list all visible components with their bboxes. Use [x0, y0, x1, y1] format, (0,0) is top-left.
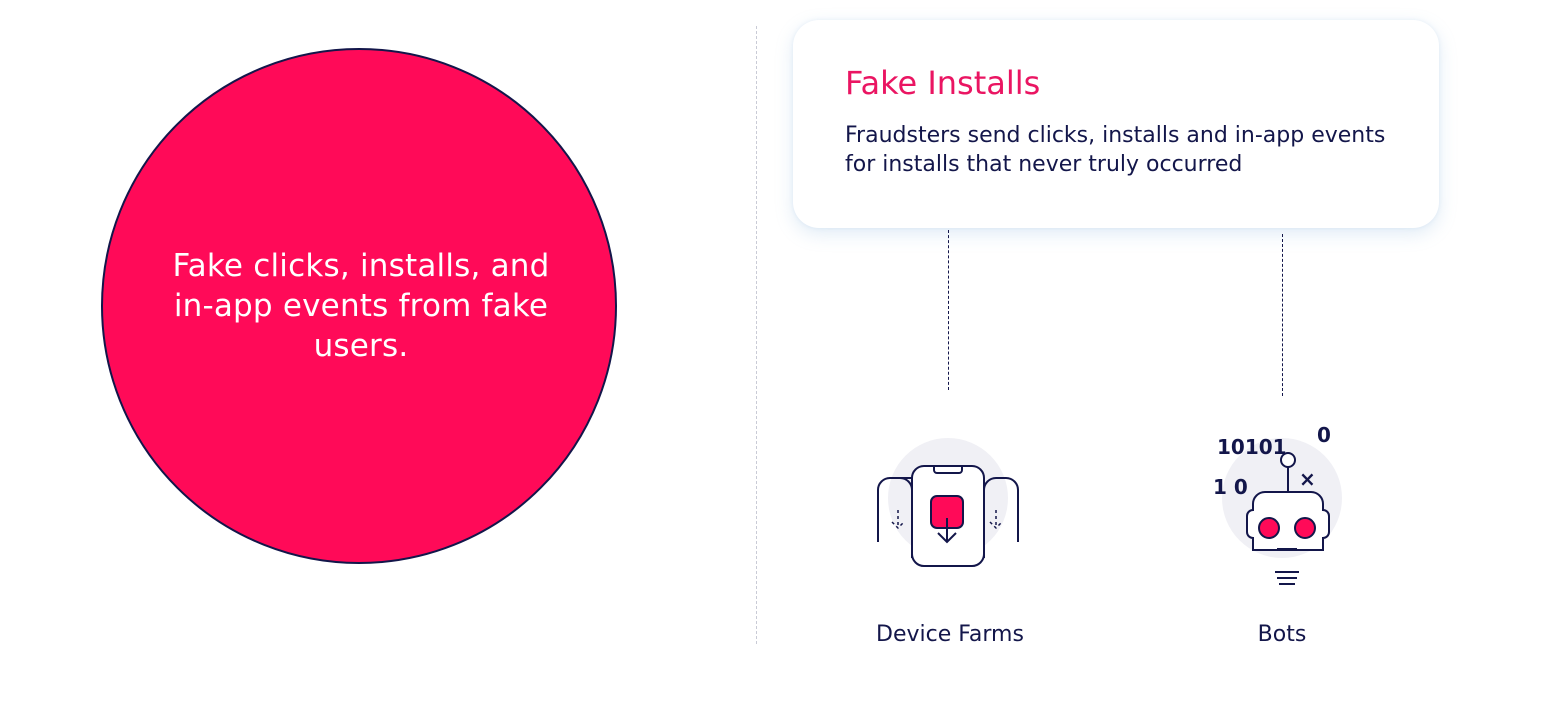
bots-label: Bots — [1257, 622, 1307, 647]
connector-bots — [1282, 234, 1283, 396]
vertical-divider — [756, 26, 757, 644]
binary-line-1: 10101 — [1217, 435, 1287, 459]
connector-device-farms — [948, 230, 949, 390]
binary-line-2: 1 0 — [1213, 475, 1248, 499]
device-farms-label: Device Farms — [876, 622, 1024, 647]
circle-text: Fake clicks, installs, and in-app events… — [172, 248, 550, 364]
card-title: Fake Installs — [845, 64, 1041, 102]
device-farm-icon — [868, 432, 1028, 568]
binary-mark: × — [1299, 467, 1316, 491]
fake-installs-card: Fake Installs Fraudsters send clicks, in… — [793, 20, 1439, 228]
binary-digit: 0 — [1317, 423, 1331, 447]
card-description: Fraudsters send clicks, installs and in-… — [845, 123, 1386, 177]
fake-users-circle — [101, 48, 617, 564]
robot-icon: 10101 1 0 0 × — [1205, 422, 1355, 592]
